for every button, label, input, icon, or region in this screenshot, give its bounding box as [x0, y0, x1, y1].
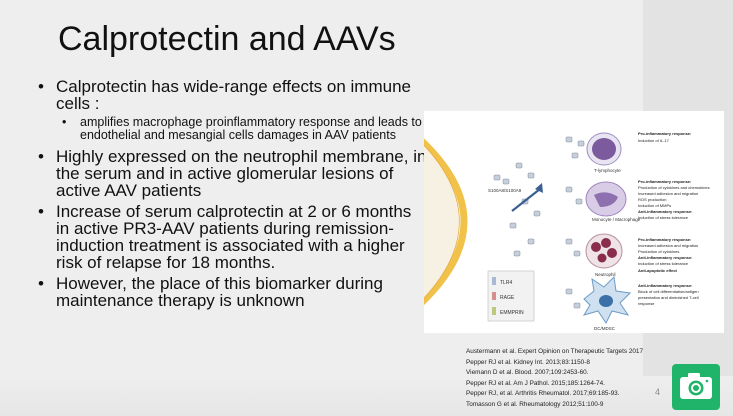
response-line: presentation and diminished T-cell: [638, 295, 699, 300]
reference-item: Pepper RJ, et al. Arthritis Rheumatol. 2…: [466, 390, 620, 398]
reference-item: Pepper RJ et al. Kidney Int. 2013;83:115…: [466, 358, 590, 366]
sub-bullet-item: amplifies macrophage proinflammatory res…: [62, 116, 428, 142]
release-arrowhead: [535, 183, 543, 193]
response-line: Pro-inflammatory response:: [638, 237, 691, 242]
response-text-n: Pro-inflammatory response: Increased adh…: [638, 237, 698, 273]
reference-item: Pepper RJ et al. Am J Pathol. 2015;185:1…: [466, 379, 605, 387]
response-text-d: Anti-inflammatory response: Block of cel…: [638, 283, 699, 306]
response-line: Pro-inflammatory response:: [638, 131, 691, 136]
response-line: Pro-inflammatory response:: [638, 179, 691, 184]
response-line: Block of cell differentiation/antigen: [638, 289, 699, 294]
s100-molecules: [493, 162, 541, 257]
cell-interior: [424, 146, 459, 298]
bullet-item: Increase of serum calprotectin at 2 or 6…: [38, 203, 428, 271]
dendritic-nucleus: [599, 295, 613, 307]
receptor-label-emmprin: EMMPRIN: [500, 310, 524, 316]
cell-label-dc-mdsc: DC/MDSC: [594, 326, 616, 331]
reference-item: Viemann D et al. Blood. 2007;109:2453-60…: [466, 369, 589, 377]
figure-diagram: TLR4 RAGE EMMPRIN S100A8/S100A9: [424, 131, 710, 331]
complex-label: S100A8/S100A9: [488, 188, 522, 193]
cell-label-t-lymphocyte: T-lymphocyte: [594, 168, 621, 173]
response-line: Anti-inflammatory response:: [638, 283, 692, 288]
response-line: Anti-apoptotic effect: [638, 268, 678, 273]
receptor-label-tlr4: TLR4: [500, 280, 512, 286]
bullet-list: Calprotectin has wide-range effects on i…: [38, 78, 428, 313]
response-line: Production of cytokines: [638, 249, 679, 254]
response-line: response: [638, 301, 655, 306]
slide-bottom-band: [0, 376, 733, 416]
response-line: Anti-inflammatory response:: [638, 209, 692, 214]
page-number: 4: [655, 387, 661, 397]
receptor-swatch-tlr4: [492, 277, 496, 285]
response-line: Induction of stress tolerance: [638, 215, 689, 220]
reference-item: Austermann et al. Expert Opinion on Ther…: [466, 348, 644, 355]
macrophage-nucleus: [594, 192, 618, 207]
s100-molecules-t: [565, 136, 585, 159]
cell-label-macrophage: Monocyte / Macrophage: [592, 217, 641, 222]
response-line: Production of cytokines and chemokines: [638, 185, 710, 190]
s100-molecules-n: [565, 238, 581, 257]
reference-item: Tomasson G et al. Rheumatology 2012;51:1…: [466, 400, 604, 408]
response-line: Increased adhesion and migration: [638, 243, 698, 248]
cell-label-neutrophil: Neutrophil: [595, 272, 616, 277]
s100-molecules-m: [565, 186, 583, 205]
response-text-m: Pro-inflammatory response: Production of…: [638, 179, 710, 220]
response-line: Induction of MMPs: [638, 203, 671, 208]
s100-molecules-d: [565, 288, 581, 309]
calprotectin-figure: TLR4 RAGE EMMPRIN S100A8/S100A9: [424, 111, 724, 333]
bullet-item: However, the place of this biomarker dur…: [38, 275, 428, 309]
cell-membrane: [424, 138, 468, 305]
receptor-swatch-emmprin: [492, 307, 496, 315]
release-arrow: [511, 188, 541, 212]
t-lymphocyte-nucleus: [592, 138, 616, 160]
slide-title: Calprotectin and AAVs: [58, 20, 396, 58]
neutrophil-nucleus: [591, 238, 617, 263]
camera-glyph: [680, 373, 712, 399]
bullet-item: Highly expressed on the neutrophil membr…: [38, 148, 428, 199]
references: Austermann et al. Expert Opinion on Ther…: [466, 347, 643, 411]
response-text-t: Pro-inflammatory response: Induction of …: [638, 131, 691, 143]
receptor-swatch-rage: [492, 292, 496, 300]
bullet-item: Calprotectin has wide-range effects on i…: [38, 78, 428, 112]
response-line: Induction of stress tolerance: [638, 261, 689, 266]
receptor-label-rage: RAGE: [500, 295, 515, 301]
response-line: Induction of IL-17: [638, 138, 670, 143]
response-line: Increased adhesion and migration: [638, 191, 698, 196]
response-line: ROS production: [638, 197, 666, 202]
camera-icon[interactable]: [672, 364, 720, 410]
response-line: Anti-inflammatory response:: [638, 255, 692, 260]
